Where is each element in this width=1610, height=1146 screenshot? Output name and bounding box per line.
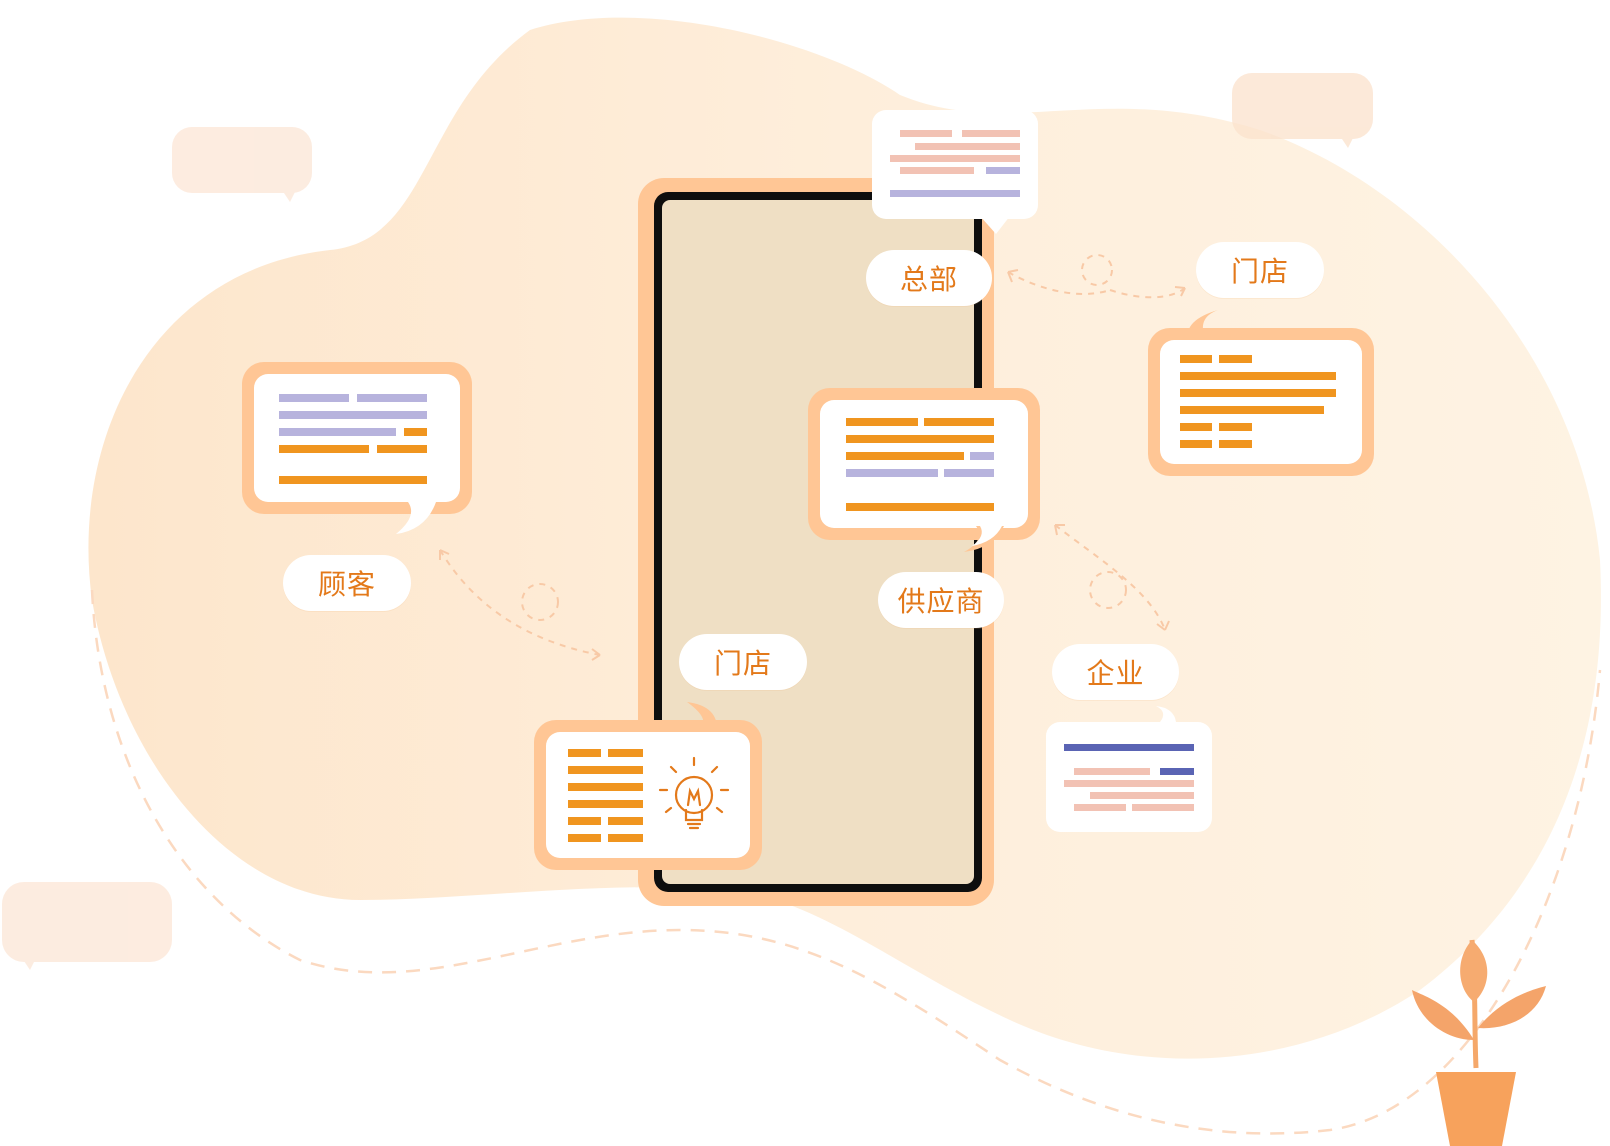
store-idea-message-bubble xyxy=(534,702,762,870)
faint-bubble-bottom xyxy=(2,882,172,970)
potted-plant-icon xyxy=(1412,939,1546,1146)
phone-screen xyxy=(662,200,974,884)
supplier-label: 供应商 xyxy=(878,572,1004,628)
headquarters-message-bubble xyxy=(872,110,1038,234)
supplier-message-bubble xyxy=(808,388,1040,552)
faint-bubble-right xyxy=(1232,73,1373,148)
enterprise-message-bubble xyxy=(1046,706,1212,832)
store-label-bottom: 门店 xyxy=(679,634,807,690)
customer-message-bubble xyxy=(242,362,472,534)
connector-arrows xyxy=(439,254,1186,656)
dashed-path xyxy=(90,589,1602,1135)
headquarters-label: 总部 xyxy=(866,250,992,306)
store-message-bubble xyxy=(1148,310,1374,476)
enterprise-label: 企业 xyxy=(1052,644,1179,700)
arrow-heads xyxy=(439,269,1186,661)
lightbulb-icon xyxy=(658,756,730,830)
faint-bubble-left xyxy=(172,127,312,202)
store-label-top: 门店 xyxy=(1196,242,1324,298)
customer-label: 顾客 xyxy=(283,555,411,611)
